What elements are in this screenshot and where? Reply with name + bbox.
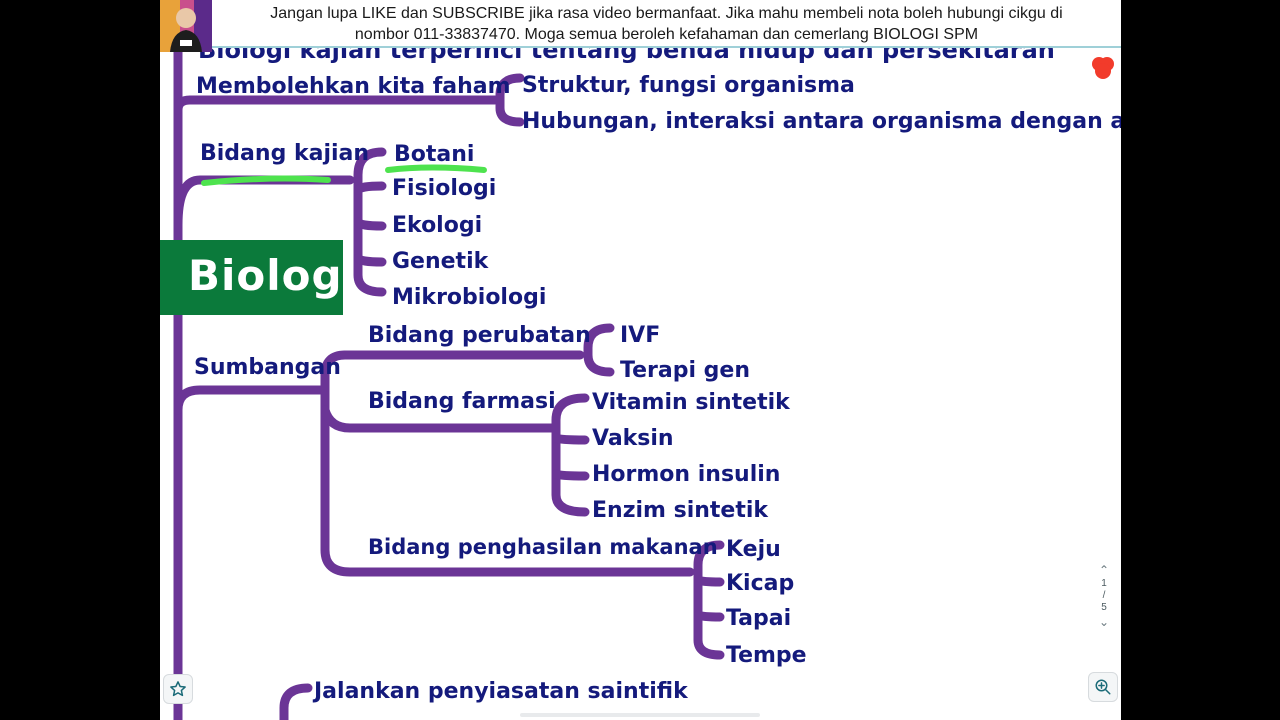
bracket-farmasi: [551, 393, 590, 517]
mindmap-canvas: Biologi kajian terperinci tentang benda …: [173, 35, 1121, 720]
stem-sumbangan: [320, 350, 695, 577]
item-kajian: Ekologi: [392, 213, 482, 238]
item-farmasi: Enzim sintetik: [592, 498, 769, 523]
item-perubatan: IVF: [620, 323, 660, 348]
announcement-banner: Jangan lupa LIKE dan SUBSCRIBE jika rasa…: [212, 0, 1121, 48]
zoom-button[interactable]: [1088, 672, 1118, 702]
item-kajian: Genetik: [392, 249, 490, 274]
bottom-text: Jalankan penyiasatan saintifik: [312, 679, 689, 704]
label-makanan: Bidang penghasilan makanan: [368, 535, 718, 559]
item-farmasi: Vaksin: [592, 426, 674, 451]
star-outline-icon: [170, 681, 186, 697]
connector-kajian: [173, 175, 355, 230]
horizontal-scrollbar[interactable]: [520, 713, 760, 717]
note-page: Biologi kajian terperinci tentang benda …: [160, 0, 1121, 720]
item-farmasi: Vitamin sintetik: [592, 390, 791, 415]
item-makanan: Kicap: [726, 571, 794, 596]
item-makanan: Tempe: [726, 643, 807, 668]
item-makanan: Tapai: [726, 606, 791, 631]
page-separator: /: [1102, 590, 1106, 601]
channel-avatar: [160, 0, 212, 52]
item-perubatan: Terapi gen: [620, 358, 750, 383]
bookmark-button[interactable]: [163, 674, 193, 704]
connector-sumbangan: [173, 385, 330, 415]
highlight-botani: [385, 164, 487, 173]
label-sumbangan: Sumbangan: [194, 355, 341, 380]
label-faham: Membolehkan kita faham: [196, 74, 511, 99]
item-faham: Struktur, fungsi organisma: [522, 73, 855, 98]
label-farmasi: Bidang farmasi: [368, 389, 556, 414]
highlight-kajian: [201, 175, 331, 186]
item-kajian: Botani: [394, 142, 474, 167]
banner-line-2: nombor 011-33837470. Moga semua beroleh …: [354, 26, 979, 43]
bracket-makanan: [693, 540, 725, 660]
item-faham: Hubungan, interaksi antara organisma den…: [522, 109, 1121, 134]
zoom-in-icon: [1095, 679, 1111, 695]
banner-line-1: Jangan lupa LIKE dan SUBSCRIBE jika rasa…: [270, 5, 1063, 22]
item-makanan: Keju: [726, 537, 781, 562]
marker-dot: [1092, 57, 1114, 79]
item-kajian: Mikrobiologi: [392, 285, 546, 310]
avatar-image: [160, 0, 212, 52]
bracket-perubatan: [583, 323, 615, 377]
label-perubatan: Bidang perubatan: [368, 323, 591, 348]
title-card: Biologi: [160, 240, 357, 315]
item-kajian: Fisiologi: [392, 176, 496, 201]
bracket-bottom: [279, 683, 313, 720]
chevron-up-icon[interactable]: ⌃: [1098, 563, 1110, 577]
page-indicator: ⌃ 1 / 5 ⌄: [1094, 562, 1114, 652]
item-farmasi: Hormon insulin: [592, 462, 780, 487]
current-page: 1: [1101, 578, 1107, 589]
total-pages: 5: [1101, 602, 1107, 613]
chevron-down-icon[interactable]: ⌄: [1098, 615, 1110, 629]
bracket-faham: [495, 73, 525, 127]
label-kajian: Bidang kajian: [200, 141, 369, 166]
connector-faham: [173, 95, 500, 115]
